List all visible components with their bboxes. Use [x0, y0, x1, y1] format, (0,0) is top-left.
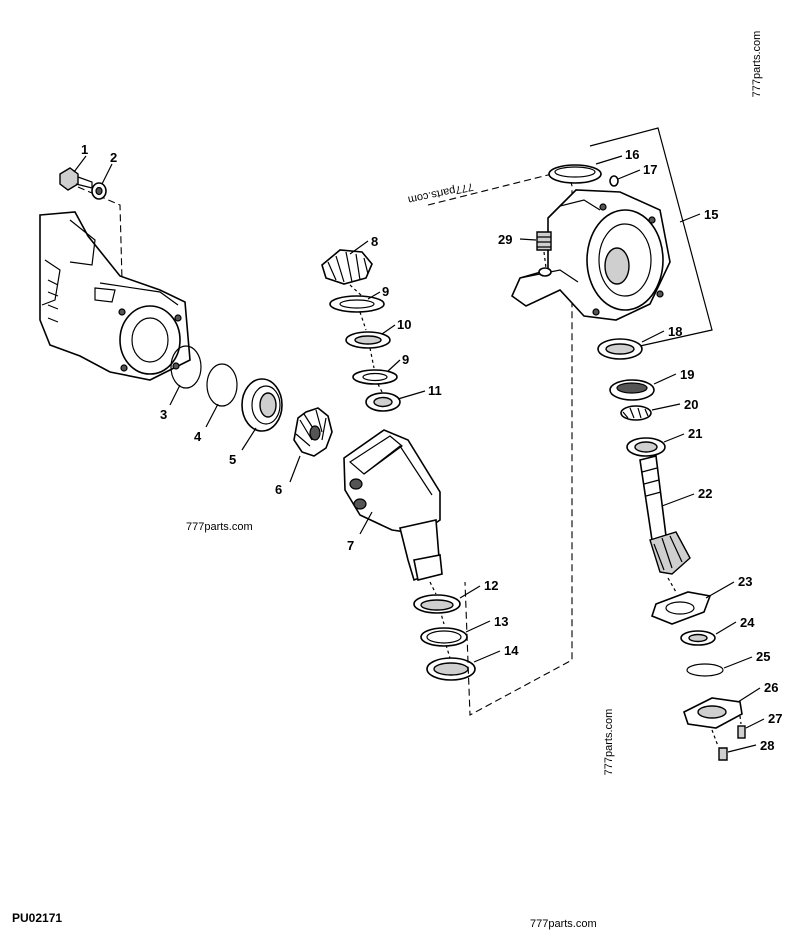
callout-7: 7 — [347, 538, 354, 553]
seal-part-12 — [413, 594, 461, 614]
callout-3: 3 — [160, 407, 167, 422]
ring-part-4 — [206, 363, 238, 407]
callout-6: 6 — [275, 482, 282, 497]
callout-2: 2 — [110, 150, 117, 165]
bolt-part-1 — [59, 167, 93, 191]
axle-housing — [39, 211, 191, 381]
o-ring-part-25 — [686, 663, 724, 677]
side-gear-part-6 — [293, 407, 333, 457]
gasket-part-23 — [651, 591, 712, 625]
callout-29: 29 — [498, 232, 512, 247]
washer-part-10 — [345, 331, 391, 349]
bolt-part-27 — [737, 725, 746, 739]
bearing-part-11 — [365, 392, 401, 412]
callout-24: 24 — [740, 615, 755, 630]
washer-part-2 — [91, 182, 107, 200]
seal-part-18 — [597, 338, 643, 360]
callout-22: 22 — [698, 486, 712, 501]
callout-15: 15 — [704, 207, 718, 222]
callout-11: 11 — [428, 383, 442, 398]
seal-part-14 — [426, 657, 476, 681]
snap-ring-part-3 — [170, 345, 202, 389]
watermark-left: 777parts.com — [186, 521, 253, 533]
callout-8: 8 — [371, 234, 378, 249]
bolt-part-28 — [718, 747, 728, 761]
callout-10: 10 — [397, 317, 411, 332]
callout-4: 4 — [194, 429, 202, 444]
callout-13: 13 — [494, 614, 508, 629]
plug-part-17 — [609, 175, 619, 187]
watermark-bottom: 777parts.com — [530, 918, 597, 930]
bearing-part-24 — [680, 630, 716, 646]
fitting-part-29 — [536, 231, 552, 251]
leader-lines — [73, 155, 765, 753]
bearing-cup-part-19 — [609, 379, 655, 401]
callout-12: 12 — [484, 578, 498, 593]
callout-27: 27 — [768, 711, 782, 726]
callout-16: 16 — [625, 147, 639, 162]
callout-1: 1 — [81, 142, 88, 157]
bearing-part-5 — [241, 378, 283, 432]
callouts: 1 2 3 4 5 6 7 8 9 10 9 11 12 13 14 15 16… — [81, 142, 782, 753]
callout-18: 18 — [668, 324, 682, 339]
gear-housing-part-7 — [343, 429, 443, 582]
figure-code: PU02171 — [12, 911, 62, 925]
watermark-vertical-middle: 777parts.com — [603, 709, 615, 776]
callout-21: 21 — [688, 426, 702, 441]
bearing-part-21 — [626, 437, 666, 457]
seal-part-16 — [548, 164, 602, 184]
callout-5: 5 — [229, 452, 236, 467]
ring-part-13 — [420, 627, 468, 647]
callout-14: 14 — [504, 643, 519, 658]
callout-9a: 9 — [382, 284, 389, 299]
pinion-gear-part-8 — [321, 249, 373, 285]
pinion-shaft-part-22 — [639, 455, 691, 575]
callout-28: 28 — [760, 738, 774, 753]
bearing-cone-part-20 — [620, 405, 652, 421]
callout-26: 26 — [764, 680, 778, 695]
washer-part-9-upper — [329, 295, 385, 313]
cover-part-26 — [683, 697, 743, 729]
watermark-top-right: 777parts.com — [751, 31, 763, 98]
callout-9b: 9 — [402, 352, 409, 367]
callout-25: 25 — [756, 649, 770, 664]
callout-20: 20 — [684, 397, 698, 412]
callout-17: 17 — [643, 162, 657, 177]
washer-part-9-lower — [352, 369, 398, 385]
callout-19: 19 — [680, 367, 694, 382]
callout-23: 23 — [738, 574, 752, 589]
knuckle-housing-part-15 — [511, 189, 671, 321]
